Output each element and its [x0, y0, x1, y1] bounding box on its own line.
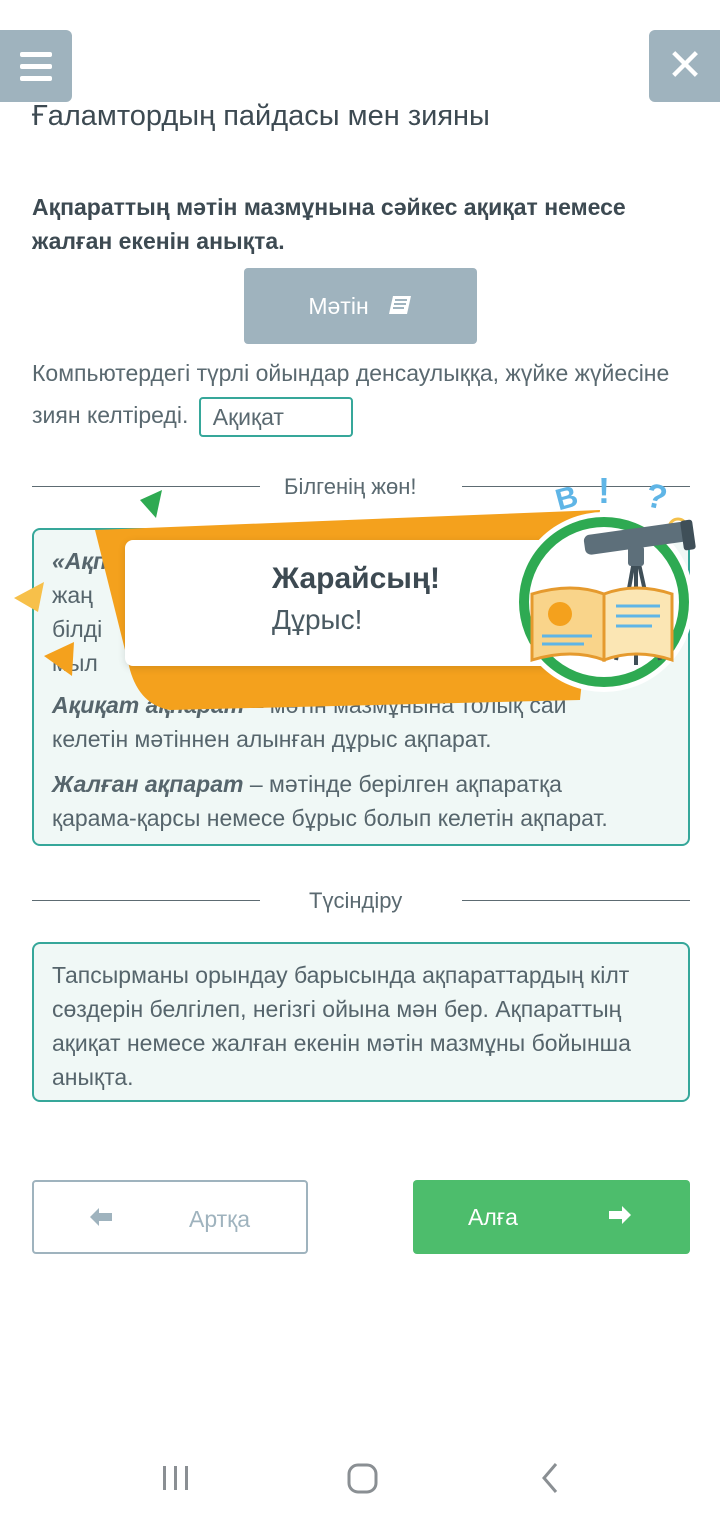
arrow-right-icon [609, 1206, 631, 1224]
divider-line [462, 900, 690, 901]
text-button-label: Мәтін [308, 292, 369, 319]
know-heading: Білгенің жөн! [284, 474, 417, 499]
explain-text: Тапсырманы орындау барысында ақпараттард… [52, 962, 631, 1090]
telescope-book-illustration [514, 512, 696, 692]
explain-heading: Түсіндіру [309, 888, 403, 913]
explain-card: Тапсырманы орындау барысында ақпараттард… [32, 942, 690, 1102]
divider-line [32, 900, 260, 901]
know-p3-rest: – мәтінде берілген ақпаратқа [243, 771, 562, 797]
menu-button[interactable] [0, 30, 72, 102]
exclamation-symbol: ! [598, 470, 610, 511]
page-title: Ғаламтордың пайдасы мен зияны [32, 100, 490, 132]
divider-line [32, 486, 260, 487]
task-question: Ақпараттың мәтін мазмұнына сәйкес ақиқат… [32, 194, 626, 254]
know-p3-line: қарама-қарсы немесе бұрыс болып келетін … [52, 805, 608, 831]
arrow-left-icon [90, 1208, 112, 1226]
know-term-false: Жалған ақпарат [52, 771, 244, 797]
close-icon: ✕ [666, 41, 704, 90]
close-button[interactable]: ✕ [649, 30, 720, 102]
statement-text: Компьютердегі түрлі ойындар денсаулыққа,… [32, 360, 670, 428]
know-p2-line: келетін мәтіннен алынған дұрыс ақпарат. [52, 726, 492, 752]
back-label: Артқа [189, 1206, 251, 1232]
book-illustration [530, 586, 674, 663]
know-p1-line: жаң [52, 582, 93, 608]
book-icon [388, 296, 411, 314]
home-icon[interactable] [345, 1458, 381, 1498]
recents-icon[interactable] [160, 1458, 192, 1498]
back-button[interactable]: Артқа [32, 1180, 308, 1254]
know-p1-line: білді [52, 616, 103, 642]
feedback-subtitle: Дұрыс! [272, 604, 363, 635]
feedback-title: Жарайсың! [272, 562, 441, 595]
next-button[interactable]: Алға [413, 1180, 690, 1254]
know-p1-start: «Ақп [52, 548, 108, 574]
statement: Компьютердегі түрлі ойындар денсаулыққа,… [32, 352, 682, 437]
back-chevron-icon[interactable] [536, 1458, 564, 1498]
know-paragraph-3: Жалған ақпарат – мәтінде берілген ақпара… [52, 767, 682, 835]
divider-line [462, 486, 690, 487]
answer-field[interactable]: Ақиқат [198, 396, 353, 437]
text-button[interactable]: Мәтін [244, 268, 477, 344]
next-label: Алға [468, 1204, 518, 1230]
